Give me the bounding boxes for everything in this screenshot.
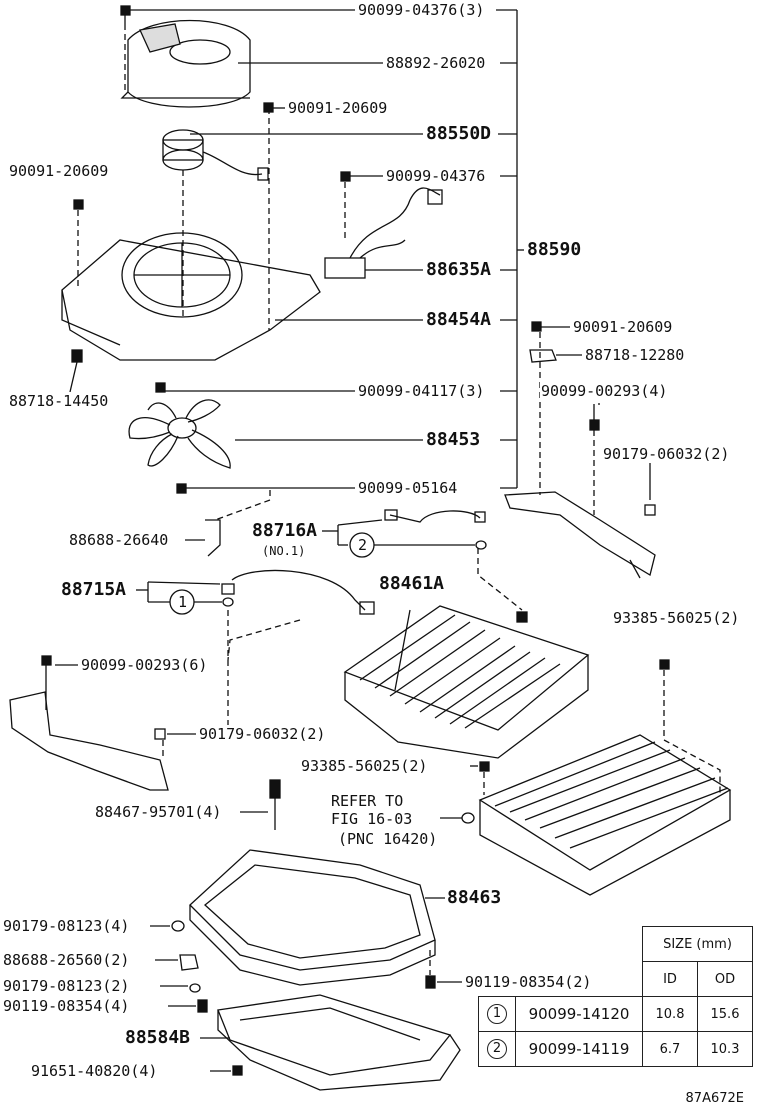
fan-motor-shape xyxy=(162,129,269,181)
left-bracket-shape xyxy=(9,691,169,791)
size-od-value: 10.3 xyxy=(697,1031,753,1067)
size-id-value: 10.8 xyxy=(642,996,698,1032)
undercover-88584b-shape xyxy=(217,994,461,1091)
connector-harness-shape xyxy=(324,187,443,279)
fan-cover-shape xyxy=(120,19,251,108)
circle-1-number: 1 xyxy=(178,593,188,611)
refer-text-line2: FIG 16-03 xyxy=(331,810,413,828)
label-90119-08354-2: 90119-08354(2) xyxy=(464,973,593,991)
label-90099-04376: 90099-04376 xyxy=(385,167,487,185)
label-88550d: 88550D xyxy=(425,123,493,144)
size-part-number: 90099-14119 xyxy=(515,1031,643,1067)
size-id-value: 6.7 xyxy=(642,1031,698,1067)
label-88467-95701-4: 88467-95701(4) xyxy=(94,803,223,821)
label-90091-20609-left: 90091-20609 xyxy=(8,162,110,180)
label-88688-26640: 88688-26640 xyxy=(68,531,170,549)
label-88635a: 88635A xyxy=(425,259,493,280)
size-key-circle: 2 xyxy=(487,1039,507,1059)
size-row: 1 90099-14120 10.8 15.6 xyxy=(478,996,753,1032)
label-88454a: 88454A xyxy=(425,309,493,330)
bolt-top xyxy=(120,5,131,24)
label-90091-20609-top: 90091-20609 xyxy=(287,99,389,117)
label-90099-00293-6: 90099-00293(6) xyxy=(80,656,209,674)
size-od-value: 15.6 xyxy=(697,996,753,1032)
hose-size-table: SIZE (mm) ID OD 1 90099-14120 10.8 15.6 … xyxy=(478,926,753,1067)
label-90119-08354-4: 90119-08354(4) xyxy=(2,997,131,1015)
right-bracket-shape xyxy=(504,491,656,579)
label-88718-14450: 88718-14450 xyxy=(8,392,110,410)
label-90099-00293-4: 90099-00293(4) xyxy=(540,382,669,400)
label-90179-06032-2-right: 90179-06032(2) xyxy=(602,445,731,463)
label-88584b: 88584B xyxy=(124,1027,192,1048)
label-88716a: 88716A xyxy=(251,520,319,541)
label-88718-12280: 88718-12280 xyxy=(584,346,686,364)
label-90091-20609-right: 90091-20609 xyxy=(572,318,674,336)
label-88453: 88453 xyxy=(425,429,482,450)
refer-text-line1: REFER TO xyxy=(331,792,404,810)
label-93385-56025-2-top: 93385-56025(2) xyxy=(612,609,741,627)
condenser-88461a-shape xyxy=(343,605,590,759)
label-90179-08123-2: 90179-08123(2) xyxy=(2,977,131,995)
label-93385-56025-2-bottom: 93385-56025(2) xyxy=(300,757,429,775)
label-91651-40820-4: 91651-40820(4) xyxy=(30,1062,159,1080)
label-88716a-no1: (NO.1) xyxy=(261,542,307,560)
size-col-id: ID xyxy=(642,961,698,997)
size-key-circle: 1 xyxy=(487,1004,507,1024)
size-col-od: OD xyxy=(697,961,753,997)
condenser-right-shape xyxy=(478,734,732,896)
fan-shroud-shape xyxy=(61,232,321,361)
size-row: 2 90099-14119 6.7 10.3 xyxy=(478,1031,753,1067)
refer-text-line3: (PNC 16420) xyxy=(338,830,438,848)
label-88715a: 88715A xyxy=(60,579,128,600)
figure-code: 87A672E xyxy=(685,1091,744,1106)
size-header: SIZE (mm) xyxy=(642,926,753,962)
label-88688-26560-2: 88688-26560(2) xyxy=(2,951,131,969)
label-90099-05164: 90099-05164 xyxy=(357,479,459,497)
fan-blade-shape xyxy=(128,399,231,469)
label-88892-26020: 88892-26020 xyxy=(385,54,487,72)
label-90179-08123-4: 90179-08123(4) xyxy=(2,917,131,935)
size-part-number: 90099-14120 xyxy=(515,996,643,1032)
label-90099-04376-3: 90099-04376(3) xyxy=(357,1,486,19)
circle-2-number: 2 xyxy=(358,536,368,554)
frame-88463-shape xyxy=(189,849,436,986)
label-88463: 88463 xyxy=(446,887,503,908)
label-88590: 88590 xyxy=(526,239,583,260)
label-90099-04117-3: 90099-04117(3) xyxy=(357,382,486,400)
label-90179-06032-2-left: 90179-06032(2) xyxy=(198,725,327,743)
label-88461a: 88461A xyxy=(378,573,446,594)
